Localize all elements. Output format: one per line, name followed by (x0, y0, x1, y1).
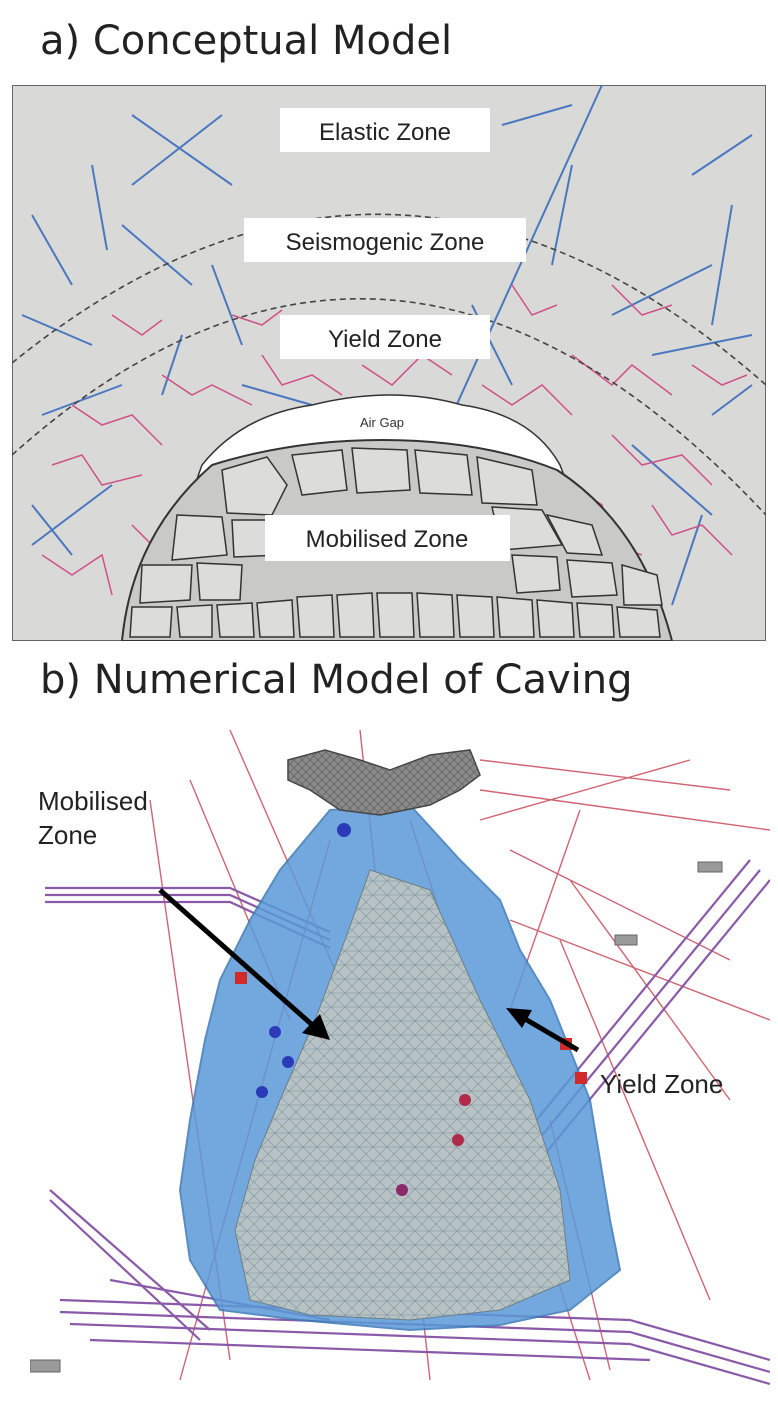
mobilised-zone-text: Mobilised Zone (306, 526, 469, 553)
rock-fragments (129, 447, 663, 638)
seismogenic-zone-text: Seismogenic Zone (286, 229, 485, 256)
mobilised-zone-label: Mobilised Zone (265, 515, 510, 561)
elastic-zone-text: Elastic Zone (319, 119, 451, 146)
mobilised-zone-label-line2: Zone (38, 820, 97, 850)
yield-zone-arrow (506, 1008, 580, 1053)
conceptual-model-diagram: Elastic Zone Seismogenic Zone Yield Zone… (11, 84, 767, 642)
seismogenic-zone-label: Seismogenic Zone (244, 218, 526, 262)
sensors (235, 823, 587, 1196)
air-gap-text: Air Gap (360, 415, 404, 430)
cave-top-block (287, 749, 481, 816)
yield-zone-text: Yield Zone (328, 326, 442, 353)
mobilised-zone-arrow (158, 888, 330, 1040)
yield-zone-label: Yield Zone (600, 1069, 723, 1099)
elastic-zone-label: Elastic Zone (280, 108, 490, 152)
panel-a-title: a) Conceptual Model (40, 18, 453, 64)
panel-b-title: b) Numerical Model of Caving (40, 657, 633, 703)
mobilised-zone-label-line1: Mobilised (38, 786, 148, 816)
numerical-model-render: Mobilised Zone Yield Zone (29, 720, 771, 1400)
drift-end-blocks (29, 861, 723, 1373)
seismogenic-boundary (11, 213, 767, 386)
yield-boundary (11, 298, 767, 516)
yield-zone-label: Yield Zone (280, 315, 490, 359)
drift-tunnels (45, 859, 771, 1386)
